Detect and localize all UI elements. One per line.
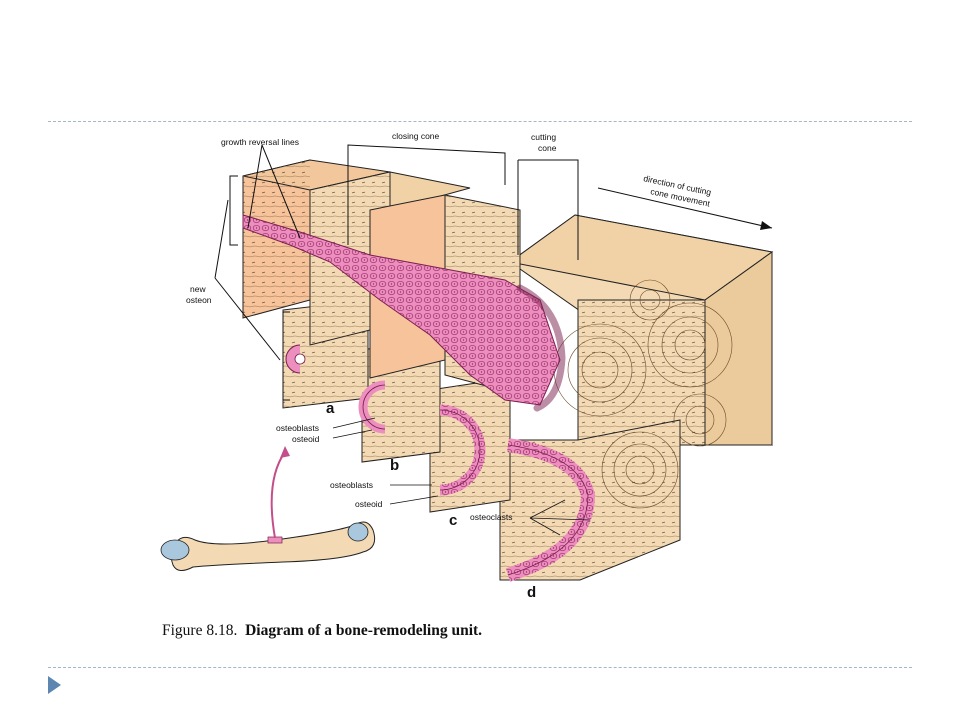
osteoclasts-arc bbox=[505, 438, 596, 582]
panel-letter-c: c bbox=[449, 512, 457, 529]
label-osteoid-b: osteoid bbox=[292, 434, 320, 444]
main-bone-block bbox=[508, 214, 774, 447]
label-new-osteon-2: osteon bbox=[186, 295, 212, 305]
leader-lines bbox=[332, 417, 591, 536]
label-cutting-cone-2: cone bbox=[538, 143, 557, 153]
label-osteoclasts: osteoclasts bbox=[470, 512, 513, 522]
panel-letter-d: d bbox=[527, 584, 536, 601]
label-growth-reversal-lines: growth reversal lines bbox=[221, 137, 299, 147]
label-osteoblasts-b: osteoblasts bbox=[276, 423, 319, 433]
cutting-and-closing-cone bbox=[242, 214, 566, 412]
osteon-b bbox=[358, 380, 386, 434]
osteon-c bbox=[439, 404, 486, 496]
label-osteoid-c: osteoid bbox=[355, 499, 383, 509]
zoom-arrow bbox=[270, 446, 290, 539]
label-closing-cone: closing cone bbox=[392, 131, 440, 141]
long-bone-icon bbox=[160, 521, 376, 571]
slide-bullet-arrow-icon bbox=[48, 676, 61, 694]
label-osteoblasts-c: osteoblasts bbox=[330, 480, 373, 490]
caption-title: Diagram of a bone-remodeling unit. bbox=[245, 622, 483, 639]
figure-caption: Figure 8.18. Diagram of a bone-remodelin… bbox=[162, 622, 482, 640]
osteon-a bbox=[285, 344, 306, 374]
panel-letter-a: a bbox=[326, 400, 335, 417]
caption-prefix: Figure 8.18. bbox=[162, 622, 238, 639]
panel-letter-b: b bbox=[390, 457, 399, 474]
brackets bbox=[214, 144, 579, 401]
bottom-divider bbox=[48, 667, 912, 668]
top-divider bbox=[48, 121, 912, 122]
label-cutting-cone-1: cutting bbox=[531, 132, 556, 142]
direction-arrow bbox=[597, 187, 773, 230]
label-new-osteon-1: new bbox=[190, 284, 206, 294]
